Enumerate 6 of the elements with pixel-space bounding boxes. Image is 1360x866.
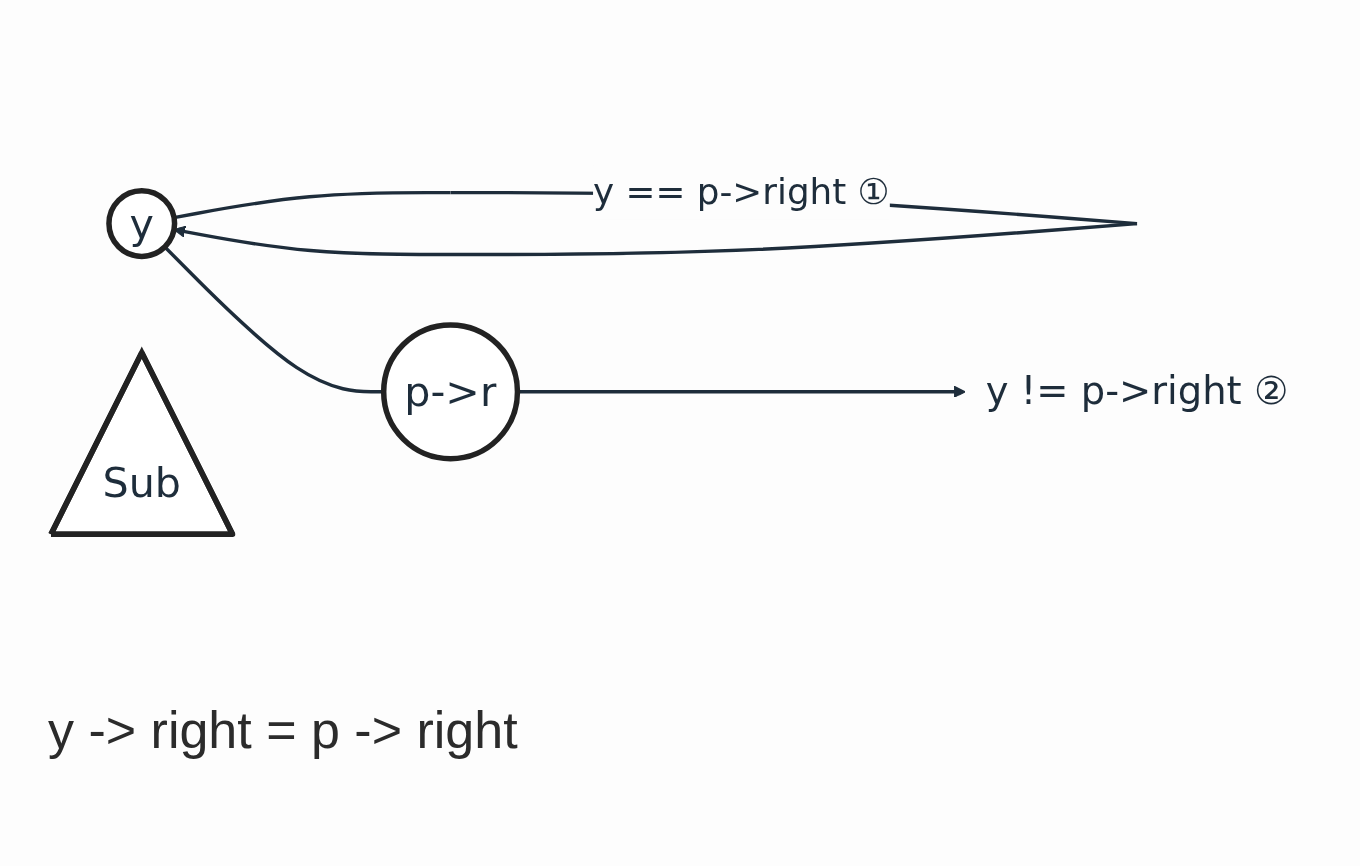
node-circle: p->r (380, 322, 521, 462)
connector (163, 245, 384, 394)
edge-label: y == p->right ① (593, 171, 890, 213)
node-circle: y (106, 188, 178, 260)
node-text: y != p->right ② (985, 368, 1289, 414)
note-text: y -> right = p -> right (48, 700, 518, 760)
